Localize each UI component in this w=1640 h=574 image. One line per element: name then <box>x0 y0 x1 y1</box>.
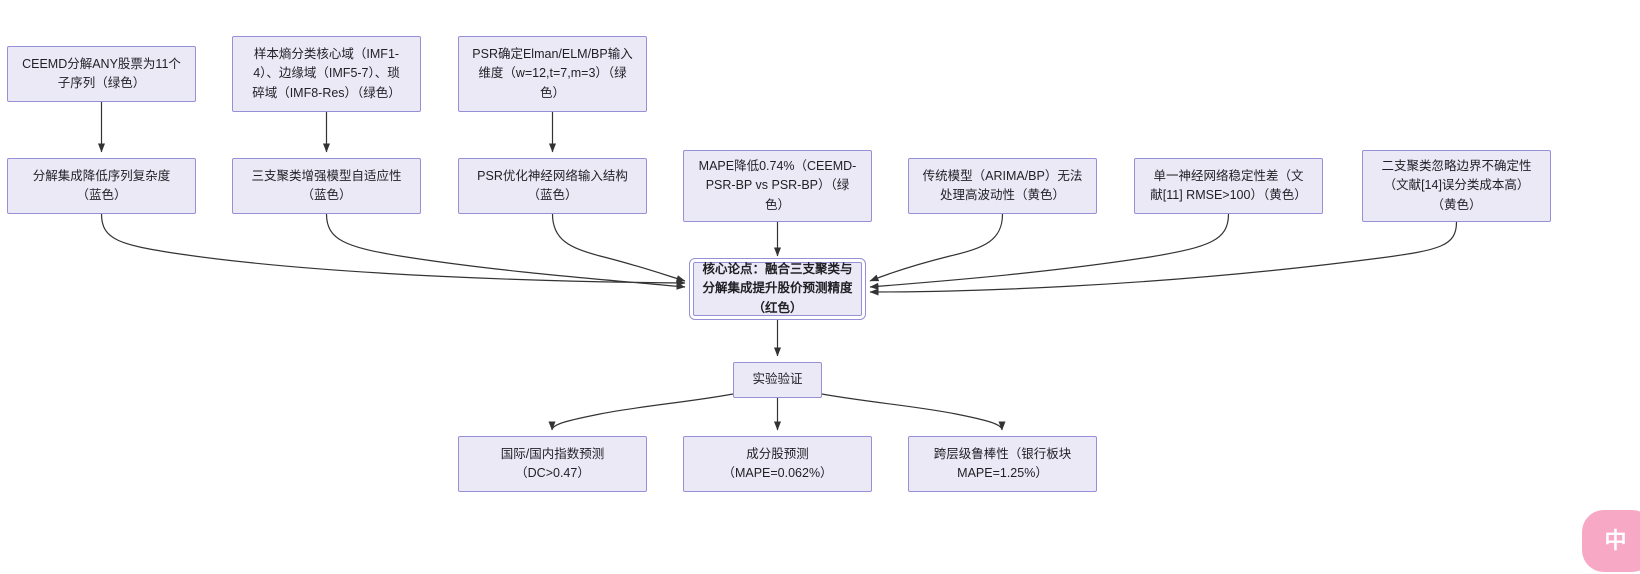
node-n6[interactable]: PSR优化神经网络输入结构 （蓝色） <box>458 158 647 214</box>
node-label: 单一神经网络稳定性差（文 献[11] RMSE>100）（黄色） <box>1150 168 1307 202</box>
node-n10[interactable]: 二支聚类忽略边界不确定性 （文献[14]误分类成本高） （黄色） <box>1362 150 1551 222</box>
edge-n9-core <box>869 213 1230 290</box>
node-label: CEEMD分解ANY股票为11个 子序列（绿色） <box>22 56 181 90</box>
node-r2[interactable]: 成分股预测 （MAPE=0.062%） <box>683 436 872 492</box>
watermark-label: 中 <box>1604 528 1628 553</box>
node-n9[interactable]: 单一神经网络稳定性差（文 献[11] RMSE>100）（黄色） <box>1134 158 1323 214</box>
node-n2[interactable]: 样本熵分类核心域（IMF1- 4）、边缘域（IMF5-7）、琐 碎域（IMF8-… <box>232 36 421 112</box>
node-label: 核心论点：融合三支聚类与 分解集成提升股价预测精度 （红色） <box>702 261 853 315</box>
node-n8[interactable]: 传统模型（ARIMA/BP）无法 处理高波动性（黄色） <box>908 158 1097 214</box>
node-label: 成分股预测 （MAPE=0.062%） <box>722 446 833 480</box>
edge-n10-core <box>869 221 1458 296</box>
node-label: MAPE降低0.74%（CEEMD- PSR-BP vs PSR-BP）（绿 色… <box>698 158 857 212</box>
node-n3[interactable]: PSR确定Elman/ELM/BP输入 维度（w=12,t=7,m=3）（绿 色… <box>458 36 647 112</box>
node-n1[interactable]: CEEMD分解ANY股票为11个 子序列（绿色） <box>7 46 196 102</box>
node-label: 国际/国内指数预测 （DC>0.47） <box>500 446 605 480</box>
node-label: PSR优化神经网络输入结构 （蓝色） <box>477 168 628 202</box>
edge-n6-core <box>551 213 686 282</box>
node-label: 样本熵分类核心域（IMF1- 4）、边缘域（IMF5-7）、琐 碎域（IMF8-… <box>252 46 401 100</box>
edge-n5-core <box>325 213 686 290</box>
watermark-badge: 中 <box>1582 510 1640 572</box>
node-label: 传统模型（ARIMA/BP）无法 处理高波动性（黄色） <box>922 168 1083 202</box>
node-n4[interactable]: 分解集成降低序列复杂度 （蓝色） <box>7 158 196 214</box>
node-label: 分解集成降低序列复杂度 （蓝色） <box>32 168 171 202</box>
node-r1[interactable]: 国际/国内指数预测 （DC>0.47） <box>458 436 647 492</box>
node-r3[interactable]: 跨层级鲁棒性（银行板块 MAPE=1.25%） <box>908 436 1097 492</box>
node-label: 二支聚类忽略边界不确定性 （文献[14]误分类成本高） （黄色） <box>1381 158 1532 212</box>
node-n5[interactable]: 三支聚类增强模型自适应性 （蓝色） <box>232 158 421 214</box>
edge-n4-core <box>100 213 686 287</box>
edge-n8-core <box>869 213 1004 282</box>
node-label: 跨层级鲁棒性（银行板块 MAPE=1.25%） <box>933 446 1072 480</box>
edge-exp-r1 <box>548 393 734 431</box>
node-label: 实验验证 <box>752 372 803 387</box>
node-label: 三支聚类增强模型自适应性 （蓝色） <box>251 168 402 202</box>
node-exp[interactable]: 实验验证 <box>733 362 822 398</box>
node-n7[interactable]: MAPE降低0.74%（CEEMD- PSR-BP vs PSR-BP）（绿 色… <box>683 150 872 222</box>
edge-exp-r3 <box>821 393 1006 431</box>
node-core[interactable]: 核心论点：融合三支聚类与 分解集成提升股价预测精度 （红色） <box>689 258 866 320</box>
node-label: PSR确定Elman/ELM/BP输入 维度（w=12,t=7,m=3）（绿 色… <box>472 46 633 100</box>
